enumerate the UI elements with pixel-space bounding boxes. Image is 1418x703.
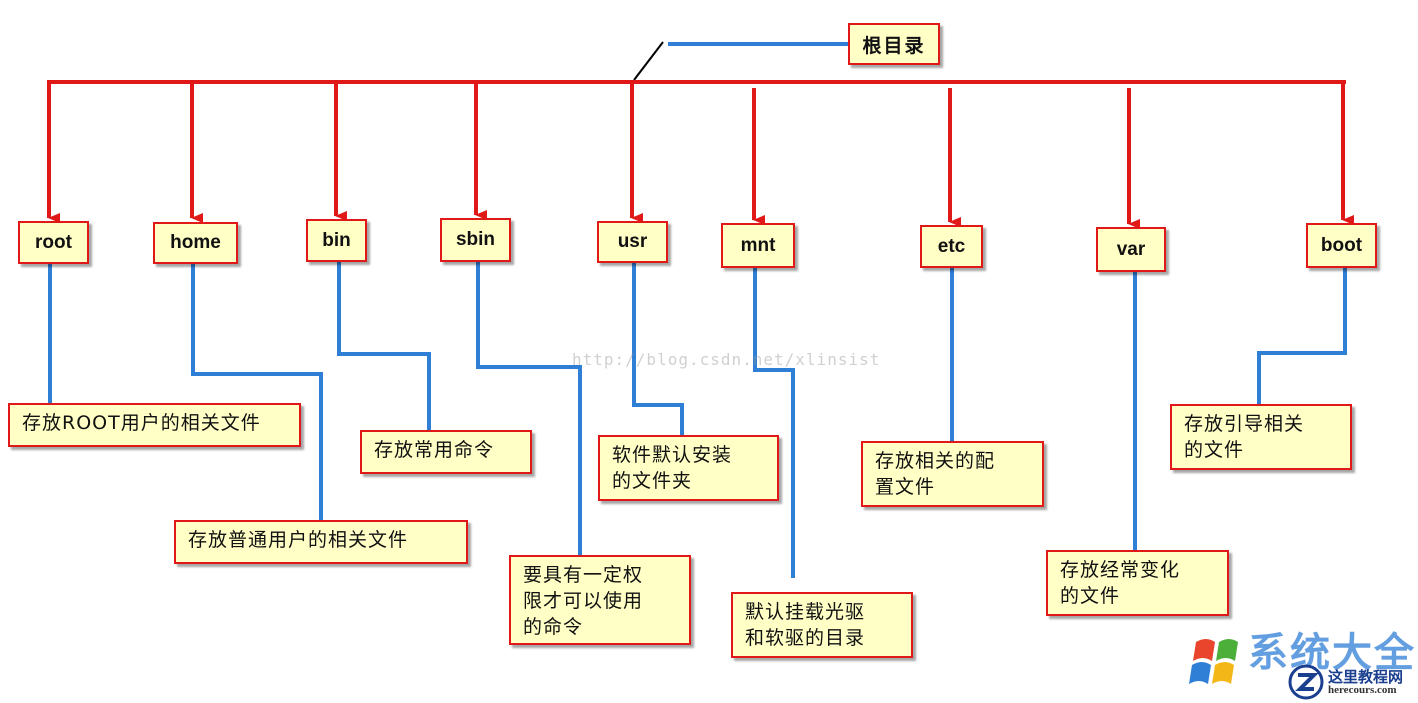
- connector-boot: [1257, 268, 1347, 404]
- desc-text: 要具有一定权 限才可以使用 的命令: [523, 564, 644, 638]
- desc-connectors: [48, 262, 1347, 578]
- desc-box-usr: 软件默认安装 的文件夹: [598, 435, 779, 501]
- logo-main-text: 系统大全: [1248, 630, 1416, 676]
- desc-text: 软件默认安装 的文件夹: [612, 444, 733, 492]
- dir-name: sbin: [455, 229, 496, 250]
- dir-box-root: root: [18, 221, 89, 264]
- dir-name: var: [1116, 238, 1146, 260]
- dir-name: mnt: [740, 234, 776, 256]
- dir-box-home: home: [153, 222, 238, 264]
- root-leader-black: [633, 41, 664, 81]
- connector-mnt: [753, 268, 795, 578]
- desc-text: 存放相关的配 置文件: [875, 450, 996, 498]
- watermark: http://blog.csdn.net/xlinsist: [572, 350, 881, 369]
- site-logo: 系统大全 这里教程网 herecours.com: [1188, 624, 1418, 703]
- desc-box-home: 存放普通用户的相关文件: [174, 520, 468, 564]
- dir-box-bin: bin: [306, 219, 367, 262]
- desc-box-boot: 存放引导相关 的文件: [1170, 404, 1352, 470]
- desc-text: 存放普通用户的相关文件: [188, 529, 409, 551]
- connector-usr: [632, 263, 684, 435]
- connector-home: [191, 264, 323, 520]
- dir-box-sbin: sbin: [440, 218, 511, 262]
- windows-flag-icon: [1189, 639, 1238, 684]
- dir-name: etc: [937, 235, 966, 257]
- desc-text: 默认挂载光驱 和软驱的目录: [745, 601, 866, 649]
- dir-name: home: [170, 232, 221, 253]
- dir-box-boot: boot: [1306, 223, 1377, 268]
- root-directory-label: 根目录: [848, 23, 940, 65]
- dir-name: boot: [1320, 234, 1363, 256]
- desc-text: 存放常用命令: [374, 439, 495, 461]
- root-label-text: 根目录: [862, 34, 926, 57]
- desc-box-mnt: 默认挂载光驱 和软驱的目录: [731, 592, 913, 658]
- connector-sbin: [476, 262, 582, 555]
- dir-box-etc: etc: [920, 225, 983, 268]
- dir-box-mnt: mnt: [721, 223, 795, 268]
- desc-box-var: 存放经常变化 的文件: [1046, 550, 1229, 616]
- z-badge-icon: [1288, 664, 1324, 700]
- branch-arrows: [47, 82, 1354, 229]
- logo-sub-text: 这里教程网: [1328, 670, 1404, 686]
- dir-box-usr: usr: [597, 221, 668, 263]
- dir-name: root: [35, 231, 72, 253]
- logo-url-text: herecours.com: [1328, 684, 1397, 696]
- desc-box-sbin: 要具有一定权 限才可以使用 的命令: [509, 555, 691, 645]
- desc-text: 存放ROOT用户的相关文件: [22, 412, 261, 434]
- connector-bin: [337, 262, 431, 430]
- desc-box-root: 存放ROOT用户的相关文件: [8, 403, 301, 447]
- dir-name: bin: [322, 229, 351, 251]
- dir-name: usr: [617, 231, 648, 252]
- desc-box-etc: 存放相关的配 置文件: [861, 441, 1044, 507]
- dir-box-var: var: [1096, 227, 1166, 272]
- desc-text: 存放经常变化 的文件: [1060, 559, 1181, 607]
- desc-text: 存放引导相关 的文件: [1184, 413, 1305, 461]
- desc-box-bin: 存放常用命令: [360, 430, 532, 474]
